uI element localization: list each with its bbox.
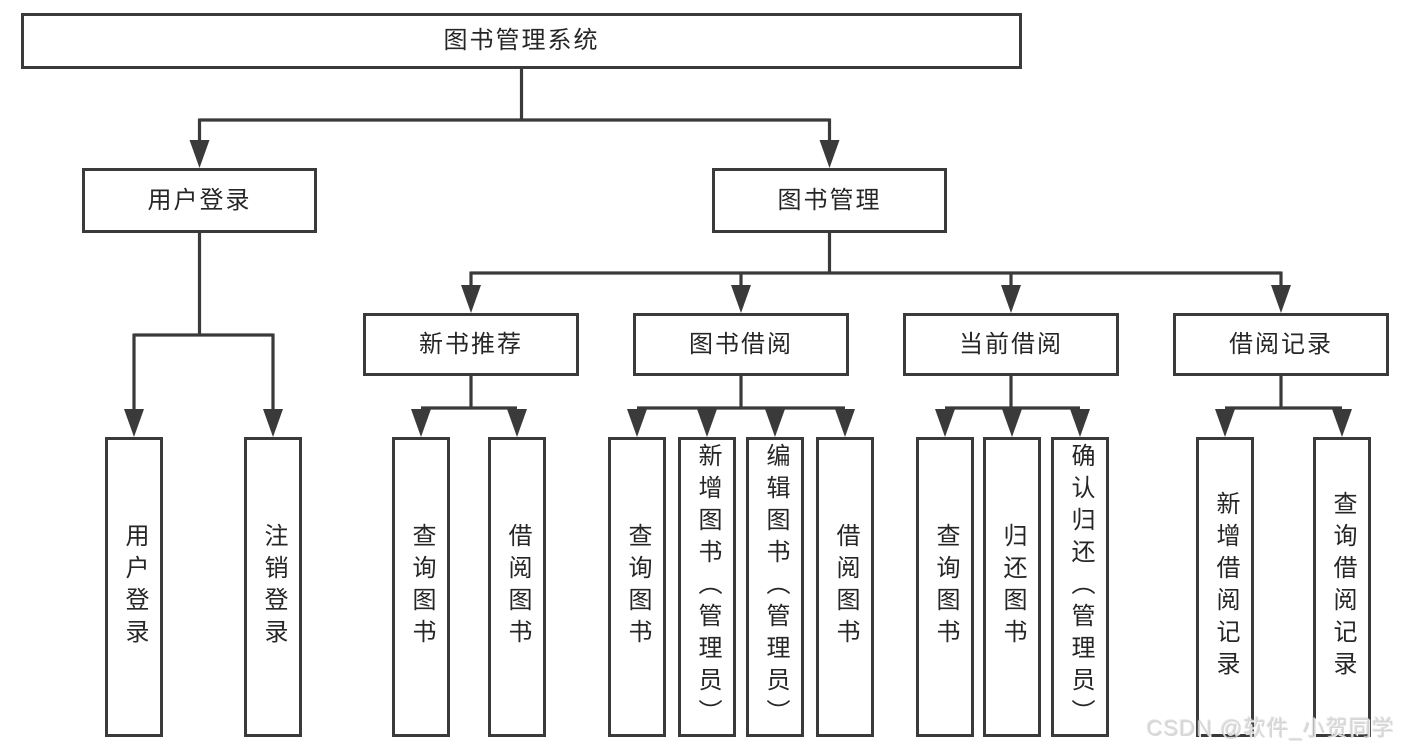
connector-borrowing-records-to-leaves: [1215, 376, 1352, 437]
arrow-down-icon: [1271, 285, 1291, 313]
arrow-down-icon: [1001, 285, 1021, 313]
arrow-down-icon: [461, 285, 481, 313]
arrow-down-icon: [819, 140, 840, 168]
connector-book-management-to-level3: [461, 233, 1291, 313]
arrow-down-icon: [765, 409, 785, 437]
node-leaf-edit-book-admin: 编辑图书（管理员）: [746, 437, 804, 737]
node-leaf-user-login: 用户登录: [105, 437, 163, 737]
node-book-management: 图书管理: [712, 168, 947, 233]
node-leaf-query-books-borrowing: 查询图书: [608, 437, 666, 737]
connector-book-borrowing-to-leaves: [627, 376, 855, 437]
node-user-login: 用户登录: [82, 168, 317, 233]
node-borrowing-records: 借阅记录: [1173, 313, 1389, 376]
arrow-down-icon: [627, 409, 647, 437]
node-leaf-query-borrow-record: 查询借阅记录: [1313, 437, 1371, 737]
node-leaf-query-books-current: 查询图书: [916, 437, 974, 737]
arrow-down-icon: [411, 409, 431, 437]
node-leaf-logout: 注销登录: [244, 437, 302, 737]
arrow-down-icon: [507, 409, 527, 437]
node-leaf-return-books: 归还图书: [983, 437, 1041, 737]
arrow-down-icon: [124, 409, 144, 437]
csdn-watermark: CSDN @软件_小贺同学: [1146, 716, 1395, 741]
node-leaf-confirm-return-admin: 确认归还（管理员）: [1051, 437, 1109, 737]
arrow-down-icon: [1002, 409, 1022, 437]
arrow-down-icon: [1215, 409, 1235, 437]
node-current-borrowing: 当前借阅: [903, 313, 1119, 376]
node-book-borrowing: 图书借阅: [633, 313, 849, 376]
node-book-management-system: 图书管理系统: [21, 13, 1022, 69]
node-leaf-borrow-books: 借阅图书: [816, 437, 874, 737]
arrow-down-icon: [1070, 409, 1090, 437]
node-new-book-recommend: 新书推荐: [363, 313, 579, 376]
node-leaf-query-books-recommend: 查询图书: [392, 437, 450, 737]
arrow-down-icon: [263, 409, 283, 437]
arrow-down-icon: [189, 140, 210, 168]
node-leaf-add-book-admin: 新增图书（管理员）: [678, 437, 736, 737]
arrow-down-icon: [1332, 409, 1352, 437]
connector-new-book-to-leaves: [411, 376, 527, 437]
connector-root-to-level2: [189, 69, 840, 168]
node-leaf-add-borrow-record: 新增借阅记录: [1196, 437, 1254, 737]
arrow-down-icon: [731, 285, 751, 313]
node-leaf-borrow-books-recommend: 借阅图书: [488, 437, 546, 737]
arrow-down-icon: [835, 409, 855, 437]
arrow-down-icon: [697, 409, 717, 437]
connector-current-borrowing-to-leaves: [935, 376, 1090, 437]
connector-user-login-to-leaves: [124, 233, 283, 437]
arrow-down-icon: [935, 409, 955, 437]
